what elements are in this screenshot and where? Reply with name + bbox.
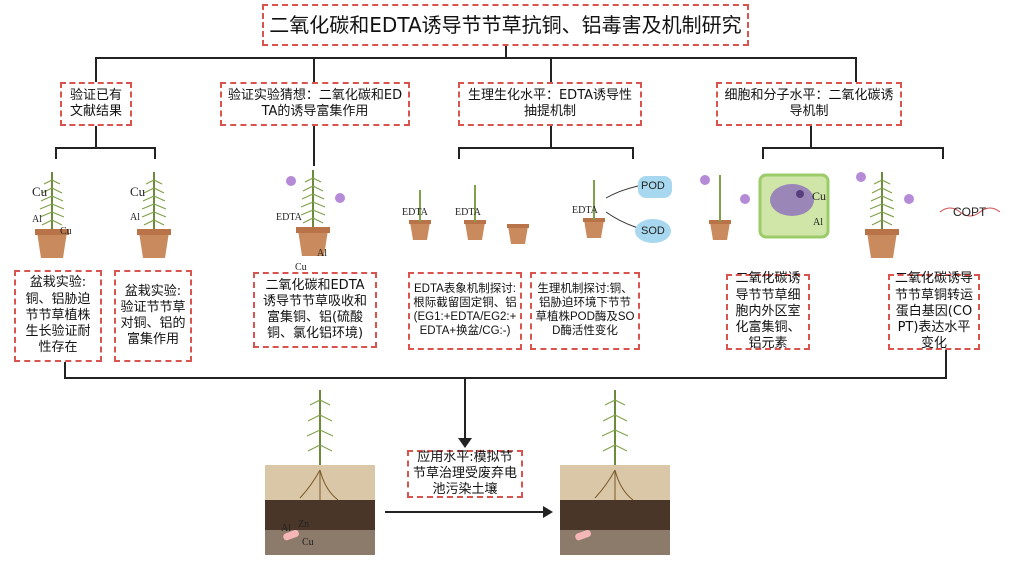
pod-enzyme-icon [638,176,672,198]
level2-hypothesis: 验证实验猜想：二氧化碳和EDTA的诱导富集作用 [220,82,410,126]
arrow-head [458,438,472,448]
connector [810,126,812,148]
cu-label: Cu [302,537,314,548]
main-title: 二氧化碳和EDTA诱导节节草抗铜、铝毒害及机制研究 [262,4,749,46]
cu-label: Cu [295,262,307,273]
al-label: Al [813,217,823,228]
box-edta-mechanism: EDTA表象机制探讨:根际截留固定铜、铝(EG1:+EDTA/EG2:+EDTA… [408,272,522,350]
box-enzyme-activity: 生理机制探讨:铜、铝胁迫环境下节节草植株POD酶及SOD酶活性变化 [530,272,640,350]
al-label: Al [317,248,327,259]
connector [632,147,634,159]
connector [55,147,155,149]
arrow [464,377,466,443]
sod-label: SOD [641,225,665,237]
level2-literature: 验证已有文献结果 [60,82,132,126]
pod-label: POD [641,180,665,192]
connector [855,57,857,82]
edta-label: EDTA [276,212,302,223]
cu-label: Cu [130,184,146,199]
edta-label: EDTA [572,205,598,216]
connector [313,57,315,82]
box-copt-expression: 二氧化碳诱导节节草铜转运蛋白基因(COPT)表达水平变化 [888,271,980,351]
connector [458,147,634,149]
al-label: Al [32,214,42,225]
edta-label: EDTA [402,207,428,218]
cu-label: Cu [60,226,72,237]
connector [154,147,156,159]
connector [942,147,944,159]
copt-label: COPT [953,205,987,219]
level2-cell-molecular: 细胞和分子水平：二氧化碳诱导机制 [716,82,902,126]
sod-enzyme-icon [635,219,671,243]
level2-physiology: 生理生化水平：EDTA诱导性抽提机制 [458,82,642,126]
box-application: 应用水平:模拟节节草治理受废弃电池污染土壤 [407,450,523,498]
arrow [313,126,315,166]
arrow-head [543,506,553,518]
box-induced-enrichment: 二氧化碳和EDTA诱导节节草吸收和富集铜、铝(硫酸铜、氯化铝环境) [253,272,377,348]
box-pot-tolerance: 盆栽实验:铜、铝胁迫节节草植株生长验证耐性存在 [14,270,102,362]
box-pot-enrichment: 盆栽实验:验证节节草对铜、铝的富集作用 [114,270,192,362]
connector [945,350,947,378]
connector [762,147,944,149]
connector [550,126,552,148]
al-label: Al [130,212,140,223]
box-compartmentalization: 二氧化碳诱导节节草细胞内外区室化富集铜、铝元素 [726,271,810,351]
connector [95,126,97,148]
connector [64,362,66,378]
edta-label: EDTA [455,207,481,218]
al-label: Al [281,523,291,534]
connector [762,147,764,159]
connector [505,46,507,58]
connector [458,147,460,159]
connector [95,57,856,59]
connector [64,377,947,379]
zn-label: Zn [298,519,310,530]
connector [550,57,552,82]
cu-label: Cu [812,189,827,203]
cu-label: Cu [32,184,48,199]
connector [55,147,57,159]
arrow [385,511,545,513]
connector [95,57,97,82]
